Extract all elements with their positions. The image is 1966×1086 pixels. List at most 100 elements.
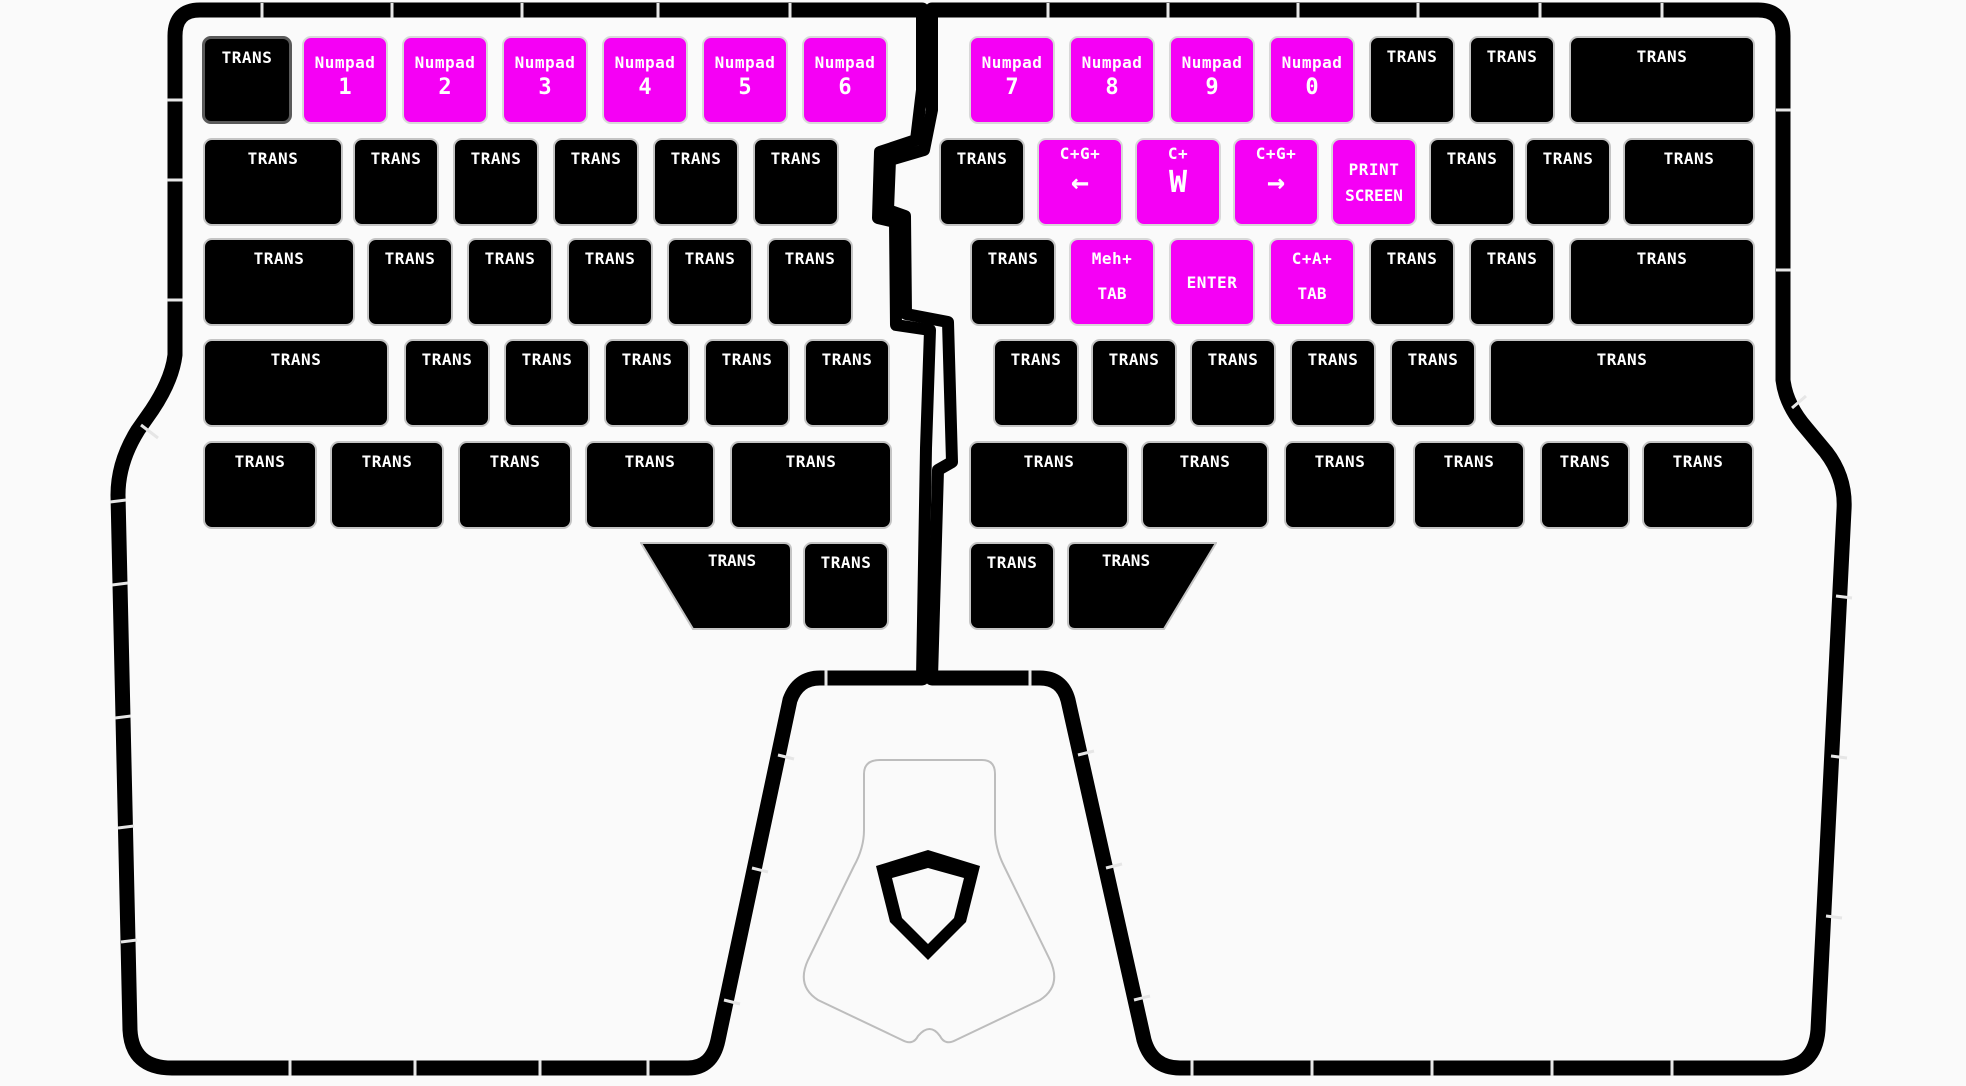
key-right-row3-0-trans[interactable]: TRANS bbox=[970, 238, 1056, 326]
key-sublabel: ← bbox=[1070, 165, 1090, 200]
key-right-row5-2-trans[interactable]: TRANS bbox=[1284, 441, 1396, 529]
key-right-thumb-1-trans[interactable]: TRANS bbox=[1067, 542, 1217, 630]
key-right-row5-0-trans[interactable]: TRANS bbox=[969, 441, 1129, 529]
key-label: TRANS bbox=[570, 149, 622, 168]
key-label: TRANS bbox=[784, 249, 836, 268]
key-left-row2-2-trans[interactable]: TRANS bbox=[453, 138, 539, 226]
key-label: TRANS bbox=[820, 553, 872, 572]
key-right-row4-5-trans[interactable]: TRANS bbox=[1489, 339, 1755, 427]
key-right-row2-6-trans[interactable]: TRANS bbox=[1525, 138, 1611, 226]
key-left-row3-1-trans[interactable]: TRANS bbox=[367, 238, 453, 326]
key-right-row2-3-c-g[interactable]: C+G+ → bbox=[1233, 138, 1319, 226]
key-left-row4-3-trans[interactable]: TRANS bbox=[604, 339, 690, 427]
key-right-row2-5-trans[interactable]: TRANS bbox=[1429, 138, 1515, 226]
key-left-row3-3-trans[interactable]: TRANS bbox=[567, 238, 653, 326]
key-label: TRANS bbox=[821, 350, 873, 369]
key-right-row1-4-trans[interactable]: TRANS bbox=[1369, 36, 1455, 124]
key-label: TRANS bbox=[370, 149, 422, 168]
key-right-row2-0-trans[interactable]: TRANS bbox=[939, 138, 1025, 226]
key-right-row3-1-meh-tab[interactable]: Meh+TAB bbox=[1069, 238, 1155, 326]
key-left-row1-0-trans[interactable]: TRANS bbox=[202, 36, 292, 124]
key-right-row3-6-trans[interactable]: TRANS bbox=[1569, 238, 1755, 326]
key-right-row4-1-trans[interactable]: TRANS bbox=[1091, 339, 1177, 427]
key-label: TRANS bbox=[1636, 249, 1688, 268]
key-right-row2-7-trans[interactable]: TRANS bbox=[1623, 138, 1755, 226]
key-label: TRANS bbox=[708, 551, 756, 570]
key-left-thumb-0-trans[interactable]: TRANS bbox=[640, 542, 792, 630]
key-label: TRANS bbox=[253, 249, 305, 268]
key-left-row2-0-trans[interactable]: TRANS bbox=[203, 138, 343, 226]
key-label: TRANS bbox=[1596, 350, 1648, 369]
key-right-row5-1-trans[interactable]: TRANS bbox=[1141, 441, 1269, 529]
key-left-row2-3-trans[interactable]: TRANS bbox=[553, 138, 639, 226]
key-left-thumb-1-trans[interactable]: TRANS bbox=[803, 542, 889, 630]
key-left-row3-4-trans[interactable]: TRANS bbox=[667, 238, 753, 326]
key-left-row5-2-trans[interactable]: TRANS bbox=[458, 441, 572, 529]
key-sublabel: 9 bbox=[1205, 75, 1219, 100]
key-label: TRANS bbox=[489, 452, 541, 471]
key-left-row4-2-trans[interactable]: TRANS bbox=[504, 339, 590, 427]
key-right-row3-3-c-a-tab[interactable]: C+A+TAB bbox=[1269, 238, 1355, 326]
key-left-row4-1-trans[interactable]: TRANS bbox=[404, 339, 490, 427]
key-right-row2-1-c-g[interactable]: C+G+← bbox=[1037, 138, 1123, 226]
key-label: C+G+ bbox=[1255, 144, 1297, 163]
key-right-row5-3-trans[interactable]: TRANS bbox=[1413, 441, 1525, 529]
key-left-row3-0-trans[interactable]: TRANS bbox=[203, 238, 355, 326]
key-right-thumb-0-trans[interactable]: TRANS bbox=[969, 542, 1055, 630]
key-sublabel: 6 bbox=[838, 75, 852, 100]
key-left-row3-2-trans[interactable]: TRANS bbox=[467, 238, 553, 326]
key-left-row4-0-trans[interactable]: TRANS bbox=[203, 339, 389, 427]
key-label: TRANS bbox=[1010, 350, 1062, 369]
key-right-row5-4-trans[interactable]: TRANS bbox=[1540, 441, 1630, 529]
key-left-row5-0-trans[interactable]: TRANS bbox=[203, 441, 317, 529]
key-right-row1-5-trans[interactable]: TRANS bbox=[1469, 36, 1555, 124]
key-label: TRANS bbox=[1179, 452, 1231, 471]
key-left-row2-5-trans[interactable]: TRANS bbox=[753, 138, 839, 226]
key-right-row3-4-trans[interactable]: TRANS bbox=[1369, 238, 1455, 326]
key-label: PRINT bbox=[1348, 160, 1400, 179]
key-right-row3-2-enter[interactable]: ENTER bbox=[1169, 238, 1255, 326]
key-right-row5-5-trans[interactable]: TRANS bbox=[1642, 441, 1754, 529]
key-label: Numpad bbox=[814, 53, 876, 72]
key-left-row5-4-trans[interactable]: TRANS bbox=[730, 441, 892, 529]
key-label: TRANS bbox=[987, 249, 1039, 268]
key-label: TRANS bbox=[247, 149, 299, 168]
key-label: Numpad bbox=[1281, 53, 1343, 72]
key-right-row4-2-trans[interactable]: TRANS bbox=[1190, 339, 1276, 427]
key-sublabel: → bbox=[1266, 165, 1286, 200]
key-label: TRANS bbox=[1443, 452, 1495, 471]
key-label: TRANS bbox=[484, 249, 536, 268]
key-sublabel: 1 bbox=[338, 75, 352, 100]
key-left-row5-3-trans[interactable]: TRANS bbox=[585, 441, 715, 529]
key-left-row4-5-trans[interactable]: TRANS bbox=[804, 339, 890, 427]
key-left-row2-1-trans[interactable]: TRANS bbox=[353, 138, 439, 226]
key-label: TRANS bbox=[624, 452, 676, 471]
key-right-row2-2-c-w[interactable]: C+W bbox=[1135, 138, 1221, 226]
key-sublabel: W bbox=[1168, 165, 1188, 200]
key-right-row4-3-trans[interactable]: TRANS bbox=[1290, 339, 1376, 427]
key-label: Numpad bbox=[514, 53, 576, 72]
key-right-row3-5-trans[interactable]: TRANS bbox=[1469, 238, 1555, 326]
key-label: Meh+ bbox=[1091, 249, 1133, 268]
key-left-row2-4-trans[interactable]: TRANS bbox=[653, 138, 739, 226]
key-left-row1-6-numpad-6[interactable]: Numpad 6 bbox=[802, 36, 888, 124]
key-right-row4-0-trans[interactable]: TRANS bbox=[993, 339, 1079, 427]
key-right-row4-4-trans[interactable]: TRANS bbox=[1390, 339, 1476, 427]
key-label: TRANS bbox=[1102, 551, 1150, 570]
key-left-row4-4-trans[interactable]: TRANS bbox=[704, 339, 790, 427]
key-right-row1-6-trans[interactable]: TRANS bbox=[1569, 36, 1755, 124]
key-left-row3-5-trans[interactable]: TRANS bbox=[767, 238, 853, 326]
key-left-row5-1-trans[interactable]: TRANS bbox=[330, 441, 444, 529]
